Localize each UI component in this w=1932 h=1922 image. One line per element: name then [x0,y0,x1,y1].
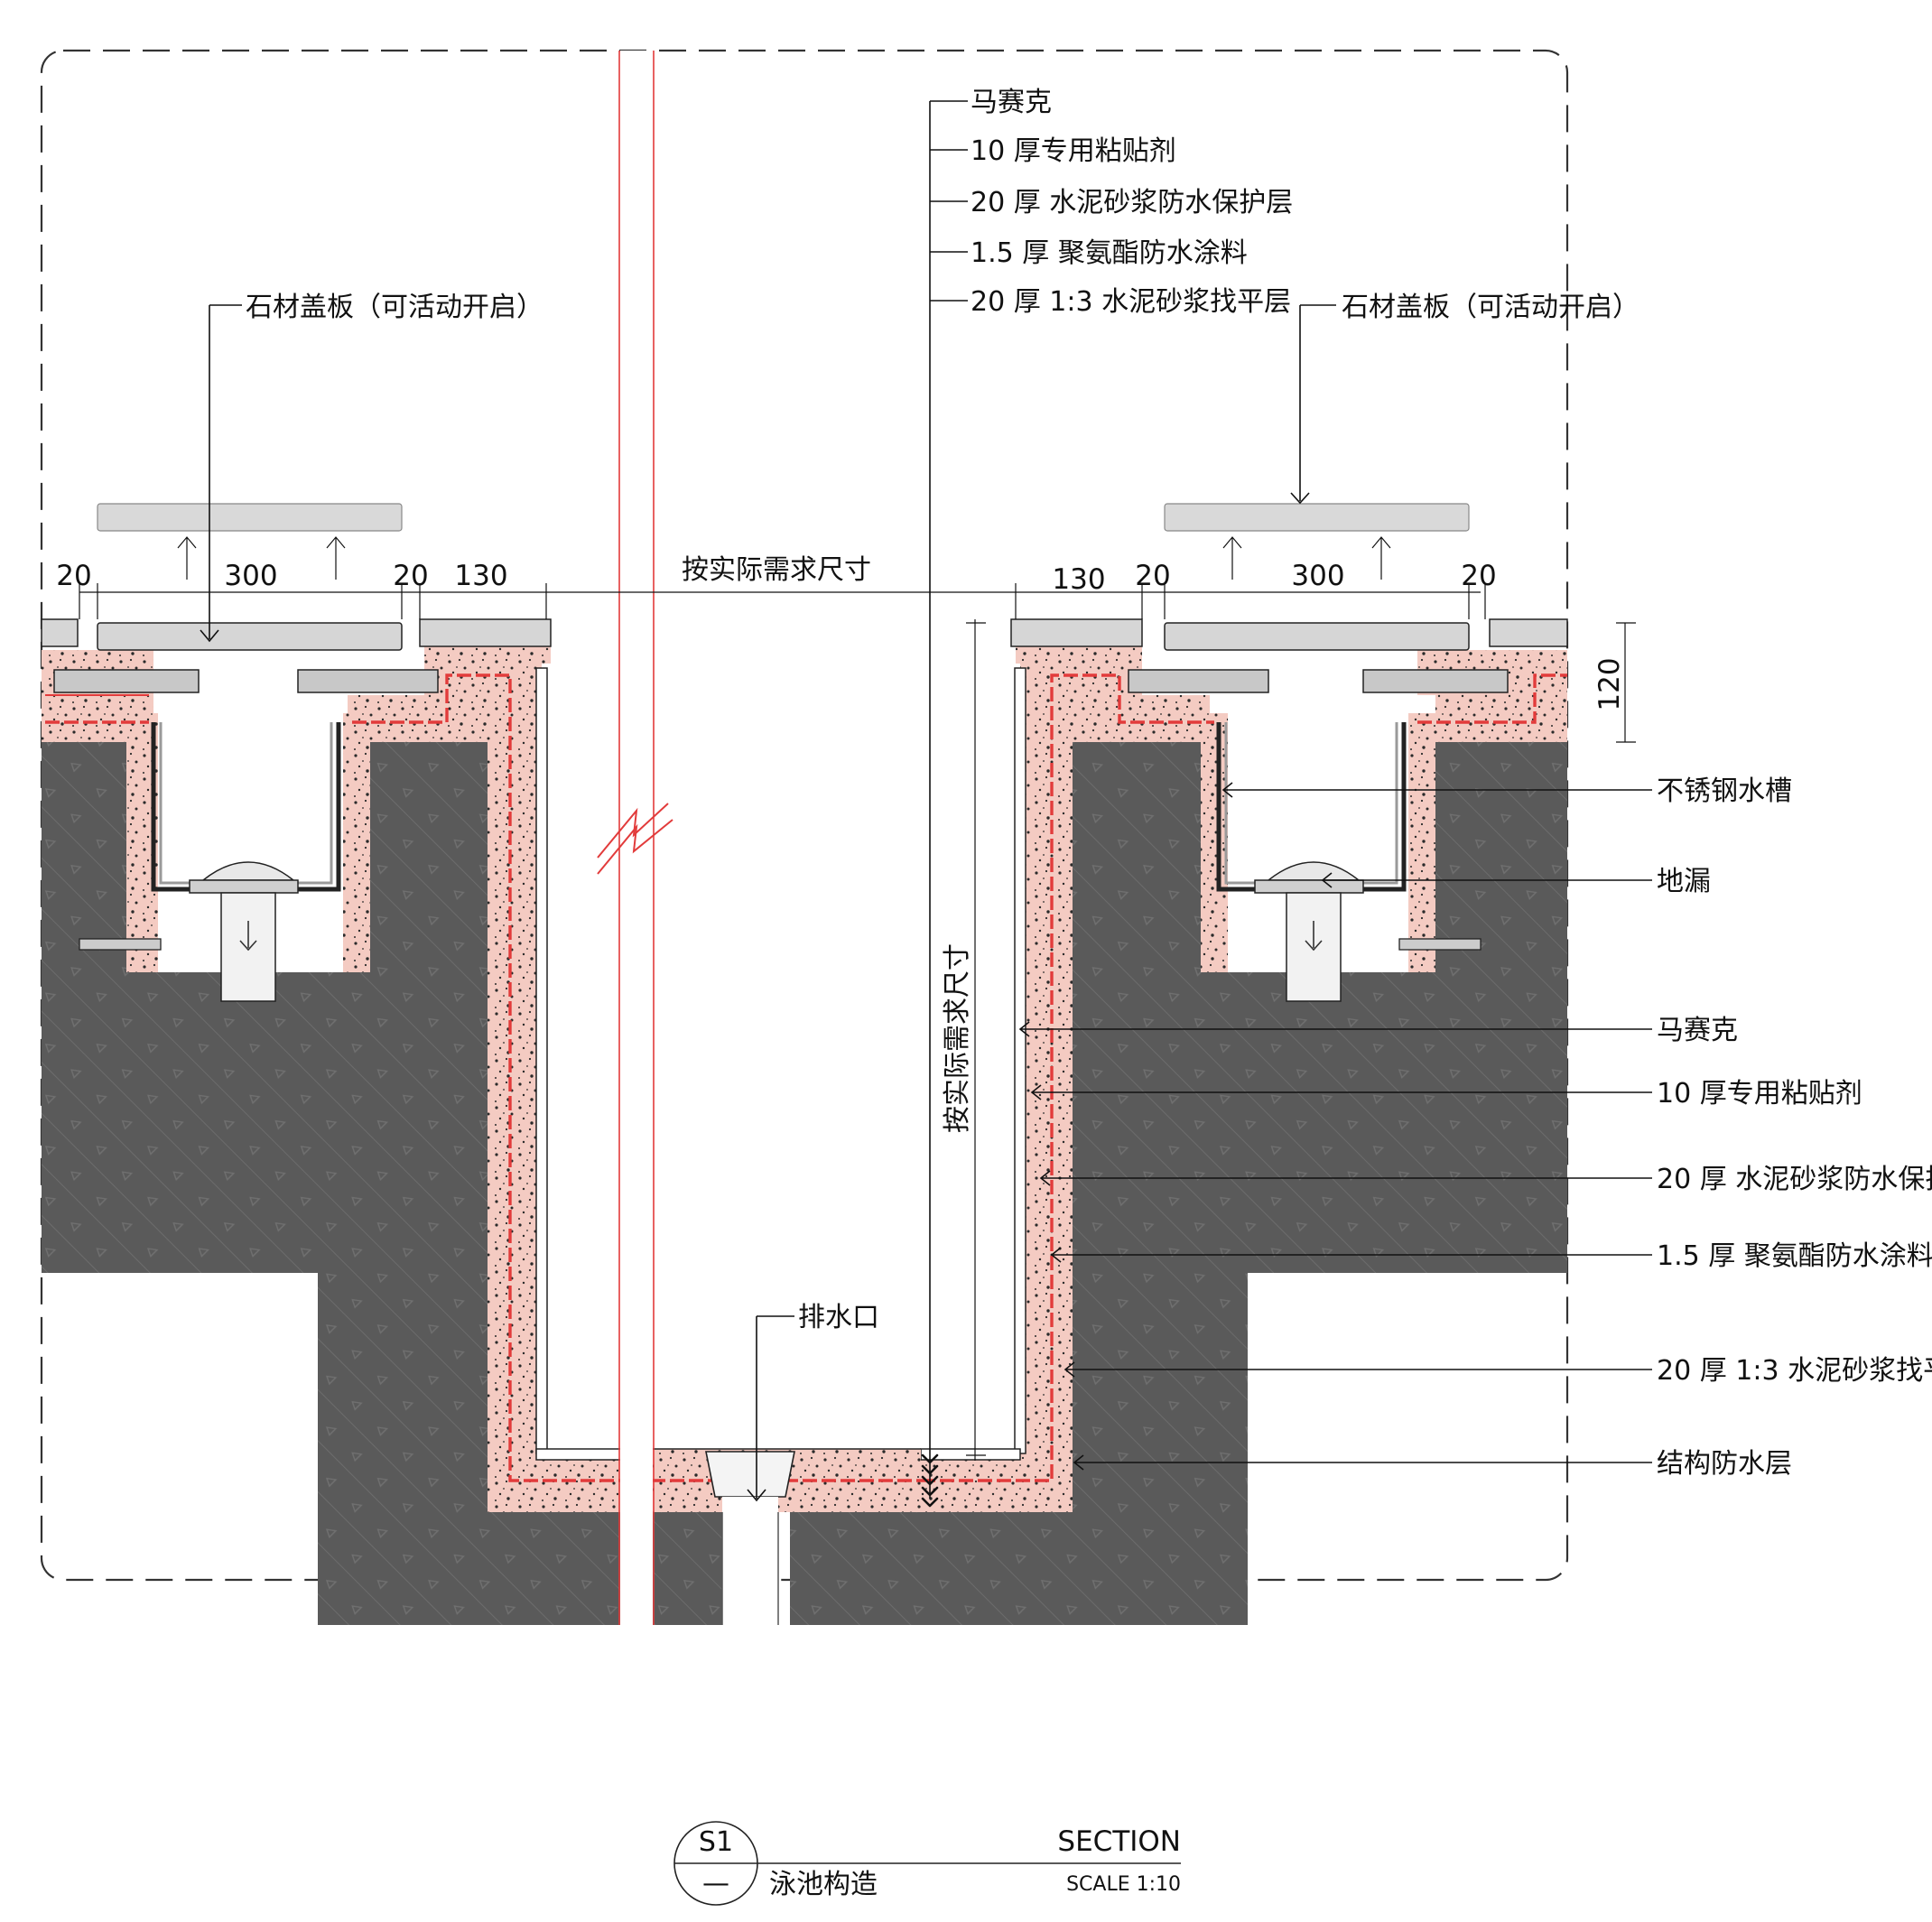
right-coping [1010,618,1143,647]
center-layer-2: 10 厚专用粘贴剂 [971,135,1176,167]
callout-floor-drain: 地漏 [1657,866,1711,897]
center-layer-1: 马赛克 [971,87,1052,118]
center-layer-5: 20 厚 1:3 水泥砂浆找平层 [971,286,1291,318]
callout-protective-mortar: 20 厚 水泥砂浆防水保护层 [1657,1164,1932,1195]
dim-right-20b: 20 [1461,560,1496,592]
left-mosaic [535,667,548,1454]
callout-adhesive: 10 厚专用粘贴剂 [1657,1078,1862,1110]
drain-outlet [705,1451,795,1498]
right-callout-leaders [1018,782,1652,1471]
right-structure [1073,742,1567,1512]
left-gutter-assembly [41,503,722,1625]
title-section: SECTION [1057,1825,1181,1858]
callout-steel-trough: 不锈钢水槽 [1657,775,1792,807]
left-stone-cover-lifted [97,503,403,532]
dim-left-130: 130 [454,560,507,592]
dim-right-130: 130 [1052,563,1105,596]
dim-left-300: 300 [224,560,277,592]
right-membrane [921,673,1567,1482]
right-mosaic [1014,667,1026,1454]
right-base-structure [790,1512,1248,1625]
right-stone-cover-lifted [1164,503,1470,532]
left-floor-drain [189,861,299,1002]
left-base-structure [318,1512,722,1625]
dim-vertical-note: 按实际需求尺寸 [942,943,973,1133]
dim-right-300: 300 [1291,560,1344,592]
title-number: S1 [699,1826,733,1858]
right-gutter-assembly [790,503,1568,1625]
right-floor-drain [1254,861,1364,1002]
callout-mosaic: 马赛克 [1657,1015,1738,1046]
callout-leveling-mortar: 20 厚 1:3 水泥砂浆找平层 [1657,1355,1932,1387]
drain-outlet-leader [747,1315,794,1502]
center-layer-leader [921,100,968,1508]
dim-left-20a: 20 [56,560,91,592]
center-layer-3: 20 厚 水泥砂浆防水保护层 [971,187,1293,218]
cover-left-label: 石材盖板（可活动开启） [246,292,543,323]
detail-border [40,49,1569,1582]
cover-right-label: 石材盖板（可活动开启） [1342,292,1639,323]
cover-right-leader [1290,304,1336,505]
title-name: 泳池构造 [769,1869,878,1900]
left-stone-cover [97,622,403,651]
left-mortar-layer [488,664,632,1512]
dim-horizontal-note: 按实际需求尺寸 [682,554,871,586]
title-scale: SCALE 1:10 [1066,1873,1181,1896]
dimension-lines [79,583,1636,1461]
left-structure [42,742,488,1512]
cover-left-leader [200,304,242,643]
left-coping [419,618,552,647]
left-membrane [45,673,632,1482]
dim-right-20a: 20 [1135,560,1170,592]
right-mortar-layer [921,664,1073,1512]
right-stone-cover [1164,622,1470,651]
break-line [597,51,673,1625]
drain-outlet-label: 排水口 [798,1302,879,1333]
center-layer-4: 1.5 厚 聚氨酯防水涂料 [971,237,1248,269]
dim-height-120: 120 [1593,657,1626,710]
title-sheet: — [702,1868,729,1899]
dim-left-20b: 20 [393,560,428,592]
pool-bottom [632,1448,921,1625]
callout-pu-coating: 1.5 厚 聚氨酯防水涂料 [1657,1240,1932,1272]
callout-structural-waterproof: 结构防水层 [1657,1448,1792,1480]
title-block [673,1821,1181,1906]
